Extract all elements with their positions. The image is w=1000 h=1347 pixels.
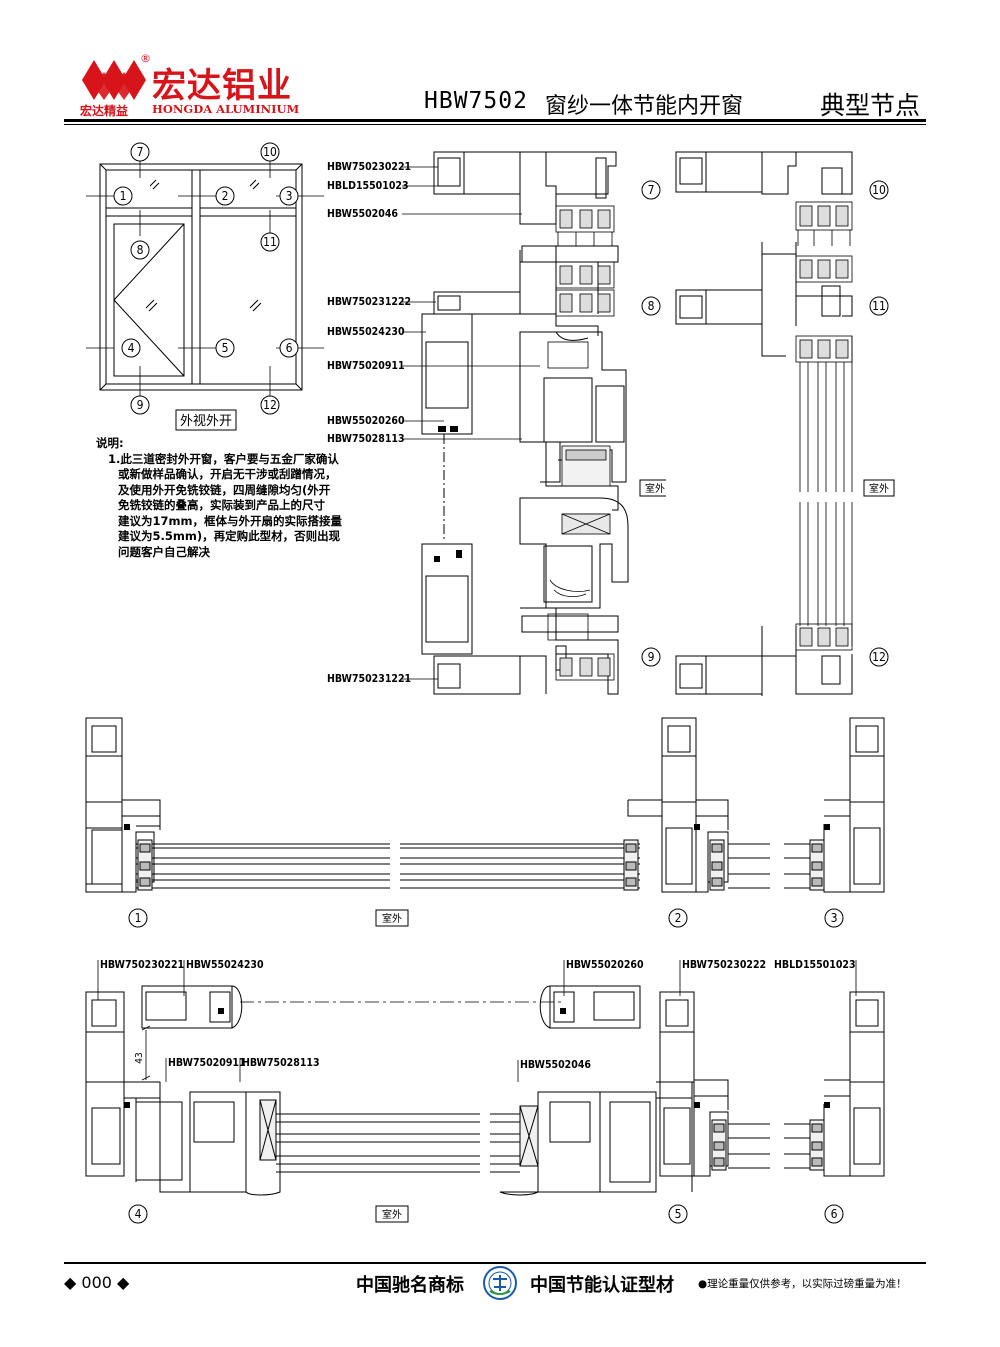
- note-line: 建议为5.5mm)，再定购此型材，否则出现: [118, 529, 341, 543]
- horizontal-section-1: 1 2 3 室外: [85, 717, 885, 928]
- trademark-text: 中国驰名商标: [356, 1275, 464, 1296]
- node-1: 1: [135, 911, 142, 925]
- outside-label-right: 室外: [869, 482, 889, 495]
- node-8: 8: [648, 299, 655, 313]
- view-label: 外视外开: [180, 414, 232, 429]
- part-label: HBW75020911: [327, 360, 405, 372]
- node-callouts: [641, 180, 889, 667]
- model-number: HBW7502: [424, 88, 528, 114]
- note-line: 免铣铰链的叠高，实际装到产品上的尺寸: [118, 498, 325, 512]
- callout-2: 2: [222, 189, 229, 203]
- header-rule-thick: [64, 119, 926, 122]
- note-line: 问题客户自己解决: [118, 544, 210, 559]
- brand-name-en: HONGDA ALUMINIUM: [152, 102, 300, 116]
- part-label: HBW750231221: [327, 673, 411, 685]
- dimension-43: 43: [134, 1052, 145, 1063]
- part-label: HBW750231222: [327, 296, 411, 308]
- vertical-section-main: HBW750230221 HBLD15501023 HBW5502046 HBW…: [327, 151, 666, 695]
- note-line: 1.此三道密封外开窗，客户要与五金厂家确认: [108, 451, 339, 466]
- certification-seal-icon: [483, 1266, 517, 1300]
- callout-10: 10: [263, 145, 277, 159]
- part-label: HBW55020260: [327, 415, 405, 427]
- part-label: HBW55024230: [186, 959, 264, 971]
- logo-diamonds-icon: [82, 60, 146, 100]
- certification-text: 中国节能认证型材: [530, 1275, 674, 1296]
- part-label: HBW55024230: [327, 326, 405, 338]
- header-rule-thin: [64, 124, 926, 125]
- outside-label: 室外: [645, 482, 665, 495]
- callout-11: 11: [263, 235, 277, 249]
- note-line: 或新做样品确认，开启无干涉或刮蹭情况，: [118, 467, 337, 481]
- node-3: 3: [831, 911, 838, 925]
- node-12: 12: [872, 650, 886, 664]
- node-7: 7: [648, 183, 655, 197]
- callout-4: 4: [128, 341, 135, 355]
- node-2: 2: [675, 911, 682, 925]
- part-label: HBW75028113: [327, 433, 405, 445]
- node-4: 4: [135, 1207, 142, 1221]
- page-number: ◆ 000 ◆: [64, 1273, 130, 1292]
- footer-rule: [64, 1262, 926, 1264]
- section-title: 典型节点: [820, 91, 921, 120]
- note-line: 建议为17mm，框体与外开扇的实际搭接量: [118, 513, 342, 528]
- note-line: 及使用外开免铣铰链，四周缝隙均匀(外开: [118, 482, 331, 497]
- weight-disclaimer: ●理论重量仅供参考，以实际过磅重量为准！: [698, 1278, 907, 1290]
- part-label: HBW55020260: [566, 959, 644, 971]
- callout-12: 12: [263, 398, 277, 412]
- callout-7: 7: [137, 145, 144, 159]
- callout-1: 1: [120, 189, 127, 203]
- part-label: HBW5502046: [520, 1059, 591, 1071]
- node-11: 11: [872, 299, 886, 313]
- part-label: HBW750230221: [100, 959, 184, 971]
- section1-node-callouts: [128, 908, 844, 928]
- section2-node-callouts: [128, 1204, 844, 1224]
- brand-name-cn: 宏达铝业: [152, 66, 292, 106]
- elevation-callouts: [113, 142, 299, 415]
- callout-5: 5: [222, 341, 229, 355]
- notes-heading: 说明:: [96, 436, 124, 450]
- product-name: 窗纱一体节能内开窗: [545, 94, 744, 119]
- node-10: 10: [872, 183, 886, 197]
- part-label: HBW75028113: [242, 1057, 320, 1069]
- part-label: HBLD15501023: [774, 959, 856, 971]
- part-label: HBW5502046: [327, 208, 398, 220]
- brand-logo: ® 宏达铝业 宏达精益 HONGDA ALUMINIUM: [80, 52, 300, 122]
- window-elevation: 7 10 1 2 3 8 11 4 5 6 9 12 外视外开: [86, 142, 324, 431]
- horizontal-section-2: HBW750230221 HBW55024230 HBW55020260 HBW…: [85, 959, 885, 1224]
- outside-label-section1: 室外: [382, 912, 402, 925]
- node-9: 9: [648, 650, 655, 664]
- callout-3: 3: [286, 189, 293, 203]
- part-label: HBW75020911: [168, 1057, 246, 1069]
- node-5: 5: [675, 1207, 682, 1221]
- part-label: HBW750230222: [682, 959, 766, 971]
- callout-8: 8: [137, 243, 144, 257]
- part-label: HBW750230221: [327, 161, 411, 173]
- notes-block: 说明: 1.此三道密封外开窗，客户要与五金厂家确认 或新做样品确认，开启无干涉或…: [96, 436, 356, 560]
- callout-6: 6: [286, 341, 293, 355]
- outside-label-section2: 室外: [382, 1208, 402, 1221]
- node-6: 6: [831, 1207, 838, 1221]
- vertical-section-screen: 7 8 9 10 11 12 室外: [641, 151, 895, 696]
- callout-9: 9: [137, 398, 144, 412]
- registered-mark: ®: [140, 52, 151, 65]
- slogan: 宏达精益: [80, 104, 129, 118]
- part-label: HBLD15501023: [327, 180, 409, 192]
